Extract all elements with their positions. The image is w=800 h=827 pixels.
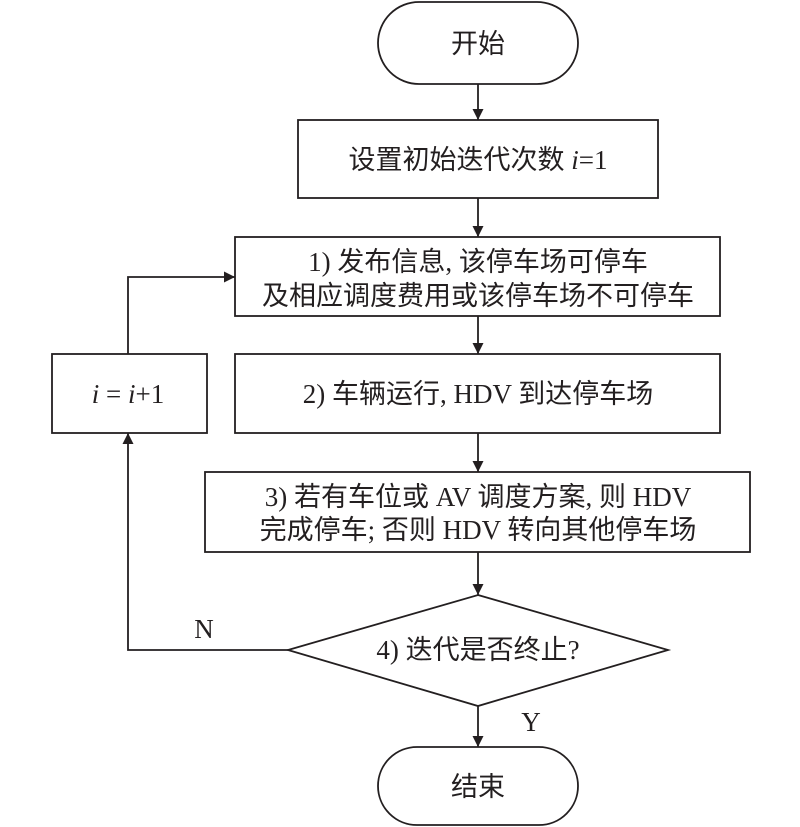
- decision-node: 4) 迭代是否终止?: [284, 594, 672, 707]
- step1-node: 1) 发布信息, 该停车场可停车 及相应调度费用或该停车场不可停车: [234, 236, 721, 317]
- increment-plus-one: +1: [136, 379, 165, 409]
- init-label-value: =1: [579, 145, 608, 175]
- step2-label: 2) 车辆运行, HDV 到达停车场: [303, 379, 654, 409]
- end-node: 结束: [377, 746, 579, 826]
- init-node: 设置初始迭代次数 i=1: [297, 119, 659, 199]
- increment-variable: i: [92, 379, 100, 409]
- init-label-variable: i: [571, 145, 579, 175]
- step3-label-line1: 3) 若有车位或 AV 调度方案, 则 HDV: [265, 482, 692, 512]
- step1-label-line2: 及相应调度费用或该停车场不可停车: [262, 281, 694, 311]
- no-label: N: [194, 614, 214, 644]
- step3-label-line2: 完成停车; 否则 HDV 转向其他停车场: [260, 515, 697, 545]
- increment-variable-rhs: i: [128, 379, 136, 409]
- init-label: 设置初始迭代次数 i=1: [349, 145, 608, 175]
- increment-box: [51, 353, 208, 434]
- step3-box: [204, 471, 751, 553]
- arrow-increment-to-step1: [127, 271, 235, 354]
- start-label: 开始: [451, 29, 505, 59]
- end-terminal: [377, 746, 579, 826]
- increment-equals: =: [99, 379, 128, 409]
- step3-node: 3) 若有车位或 AV 调度方案, 则 HDV 完成停车; 否则 HDV 转向其…: [204, 471, 751, 553]
- start-node: 开始: [377, 1, 579, 85]
- arrow-decision-no: [122, 433, 288, 651]
- decision-label: 4) 迭代是否终止?: [376, 635, 579, 665]
- increment-node: i = i+1: [51, 353, 208, 434]
- step2-node: 2) 车辆运行, HDV 到达停车场: [234, 353, 721, 434]
- end-label: 结束: [451, 772, 505, 802]
- step2-box: [234, 353, 721, 434]
- init-box: [297, 119, 659, 199]
- step1-label-line1: 1) 发布信息, 该停车场可停车: [308, 247, 648, 277]
- increment-label: i = i+1: [92, 379, 165, 409]
- yes-label: Y: [521, 707, 541, 737]
- init-label-text: 设置初始迭代次数: [349, 145, 572, 175]
